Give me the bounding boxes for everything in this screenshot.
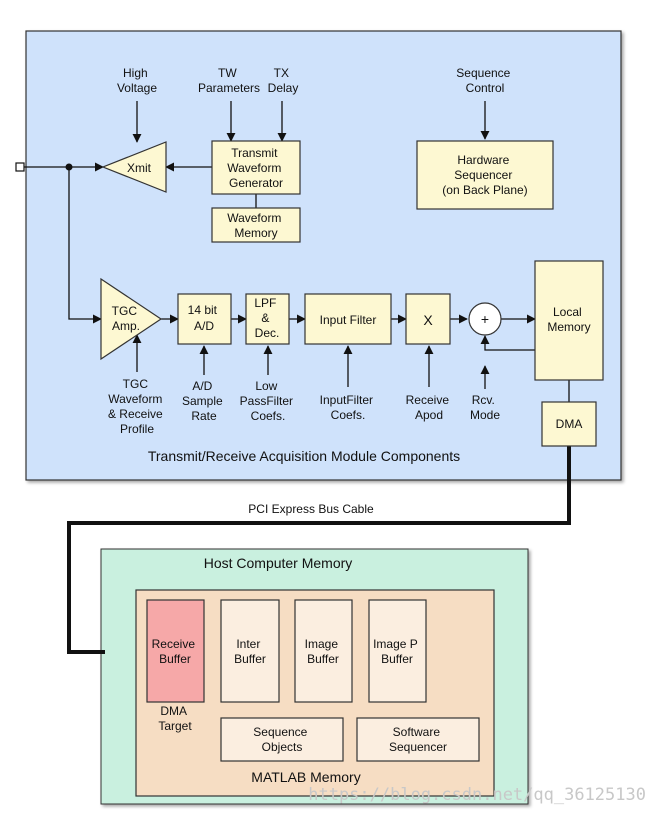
inter-buffer-block <box>220 599 280 703</box>
sequence-control-label: Sequence Control <box>456 66 513 95</box>
adder-label: + <box>481 311 489 327</box>
apodization-multiplier-block <box>405 293 451 345</box>
lpf-decimation-label: LPF & Dec. <box>254 296 279 340</box>
matlab-memory-title: MATLAB Memory <box>251 769 360 785</box>
multiplier-label: X <box>423 312 433 328</box>
tw-parameters-label: TW Parameters <box>198 66 260 95</box>
transmit-waveform-generator-block <box>211 140 301 195</box>
image-buffer-label: Image Buffer <box>305 637 342 666</box>
host-memory-title: Host Computer Memory <box>204 555 353 571</box>
waveform-memory-block <box>211 207 301 243</box>
hardware-sequencer-label: Hardware Sequencer (on Back Plane) <box>442 153 527 197</box>
waveform-memory-label: Waveform Memory <box>227 211 285 240</box>
software-sequencer-label: Software Sequencer <box>389 725 447 754</box>
local-memory-label: Local Memory <box>547 305 590 334</box>
acquisition-module-panel <box>25 30 622 481</box>
software-sequencer-block <box>356 717 480 762</box>
lpf-coefs-label: Low PassFilter Coefs. <box>240 379 297 423</box>
ad-sample-rate-label: A/D Sample Rate <box>182 379 226 423</box>
image-p-buffer-block <box>368 599 427 703</box>
lpf-decimation-block <box>245 293 290 345</box>
wiring <box>24 101 570 402</box>
tgc-amplifier <box>100 277 163 361</box>
inter-buffer-label: Inter Buffer <box>234 637 266 666</box>
inputfilter-coefs-label: InputFilter Coefs. <box>320 393 377 422</box>
tgc-profile-label: TGC Waveform & Receive Profile <box>108 377 166 436</box>
dma-target-label: DMA Target <box>158 704 192 733</box>
local-memory-block <box>534 260 604 381</box>
dma-block <box>541 401 597 447</box>
xmit-amplifier <box>101 141 167 193</box>
adder-node <box>468 302 502 336</box>
ad-converter-label: 14 bit A/D <box>188 303 221 333</box>
tgc-amp-label: TGC Amp. <box>112 304 141 333</box>
pci-bus-label: PCI Express Bus Cable <box>248 502 374 516</box>
input-filter-block <box>304 293 392 345</box>
module-title: Transmit/Receive Acquisition Module Comp… <box>148 448 460 464</box>
sequence-objects-label: Sequence Objects <box>253 725 310 754</box>
ad-converter-block <box>177 293 232 345</box>
receive-apod-label: Receive Apod <box>406 393 453 422</box>
image-buffer-block <box>294 599 353 703</box>
receive-buffer-label: Receive Buffer <box>152 637 199 666</box>
input-filter-label: Input Filter <box>320 313 377 327</box>
transmit-waveform-generator-label: Transmit Waveform Generator <box>227 146 285 190</box>
watermark: https://blog.csdn.net/qq_36125130 <box>308 785 646 805</box>
tx-delay-label: TX Delay <box>268 66 299 95</box>
transducer-port <box>15 162 25 172</box>
rcv-mode-label: Rcv. Mode <box>470 393 500 422</box>
junction-node <box>65 163 73 171</box>
dma-label: DMA <box>556 417 583 431</box>
hardware-sequencer-block <box>416 140 554 210</box>
pci-express-cable <box>67 446 571 654</box>
receive-buffer-block <box>146 599 205 703</box>
xmit-label: Xmit <box>127 161 152 175</box>
sequence-objects-block <box>220 717 344 762</box>
image-p-buffer-label: Image P Buffer <box>373 637 421 666</box>
high-voltage-label: High Voltage <box>117 66 157 95</box>
